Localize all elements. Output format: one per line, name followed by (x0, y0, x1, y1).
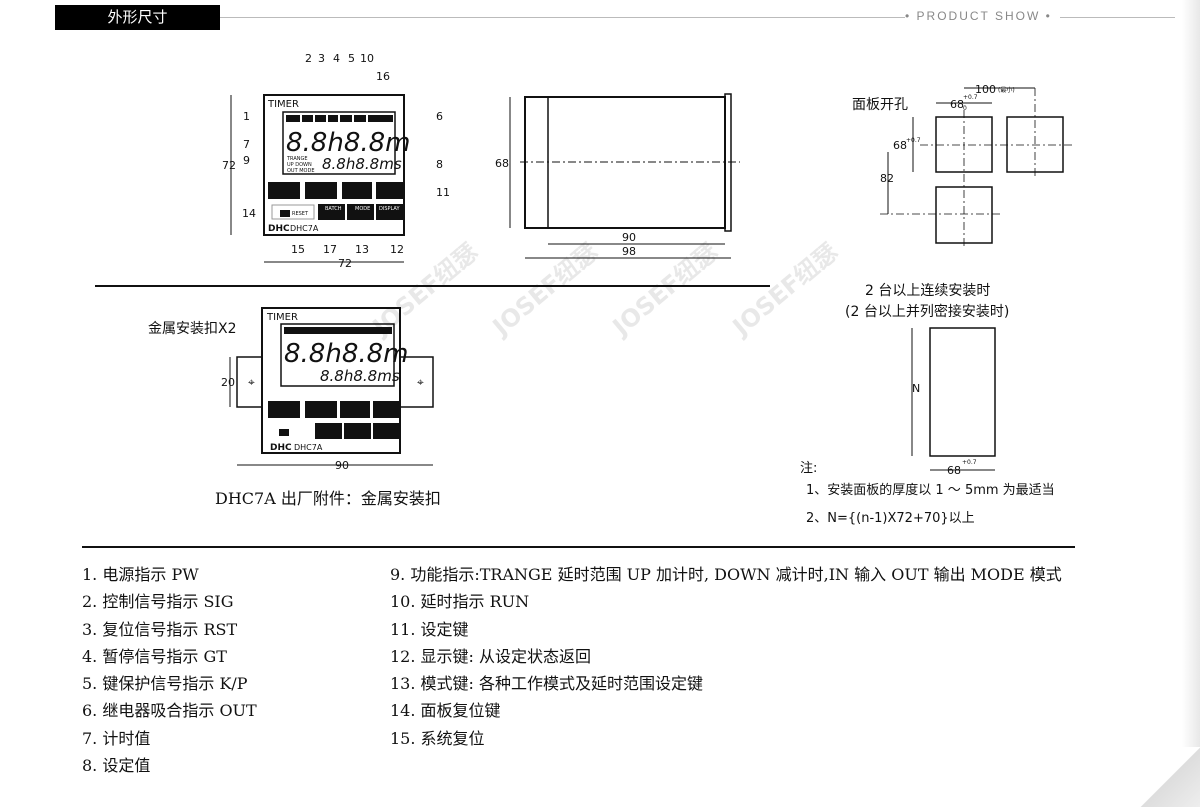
svg-text:0: 0 (963, 105, 967, 112)
svg-text:3: 3 (318, 52, 325, 65)
svg-text:15: 15 (291, 243, 305, 256)
page-edge-shadow (1182, 0, 1200, 807)
svg-text:金属安装扣X2: 金属安装扣X2 (148, 321, 237, 337)
svg-text:8: 8 (436, 158, 443, 171)
svg-text:N: N (912, 382, 920, 395)
svg-text:68: 68 (495, 157, 509, 170)
svg-text:(最小): (最小) (998, 86, 1015, 94)
legend-item: 9. 功能指示:TRANGE 延时范围 UP 加计时, DOWN 减计时,IN … (390, 565, 1062, 584)
svg-text:68: 68 (950, 98, 964, 111)
panel-cutout: 面板开孔 100 (最小) 68 +0.7 0 68 +0.7 82 (852, 83, 1075, 248)
legend-item: 12. 显示键: 从设定状态返回 (390, 646, 592, 666)
svg-text:8.8h8.8ms: 8.8h8.8ms (320, 367, 400, 385)
svg-text:1: 1 (243, 110, 250, 123)
svg-text:68: 68 (893, 139, 907, 152)
main-display: 8.8h8.8m (286, 128, 411, 158)
svg-text:68: 68 (947, 464, 961, 477)
legend-item: 15. 系统复位 (390, 728, 485, 748)
legend-item: 13. 模式键: 各种工作模式及延时范围设定键 (390, 674, 704, 694)
svg-text:⌖: ⌖ (248, 375, 255, 389)
legend-item: 1. 电源指示 PW (82, 565, 199, 584)
svg-text:TIMER: TIMER (266, 312, 298, 323)
svg-text:+0.7: +0.7 (906, 137, 921, 144)
svg-text:+0.7: +0.7 (962, 459, 977, 466)
legend-item: 8. 设定值 (82, 756, 151, 776)
svg-text:BATCH: BATCH (325, 206, 342, 212)
legend-item: 3. 复位信号指示 RST (82, 619, 238, 639)
svg-text:(2 台以上并列密接安装时): (2 台以上并列密接安装时) (845, 303, 1009, 320)
svg-text:98: 98 (622, 245, 636, 258)
section-title: 外形尺寸 (55, 5, 220, 30)
header-rule (220, 17, 905, 18)
gang-mount-diagram: 2 台以上连续安装时 (2 台以上并列密接安装时) N 68 +0.7 注: 1… (800, 282, 1055, 526)
legend-item: 11. 设定键 (390, 619, 469, 639)
svg-text:MODE: MODE (355, 206, 370, 212)
legend-right: 9. 功能指示:TRANGE 延时范围 UP 加计时, DOWN 减计时,IN … (390, 561, 1062, 752)
svg-text:20: 20 (221, 376, 235, 389)
svg-text:14: 14 (242, 207, 256, 220)
legend-item: 7. 计时值 (82, 728, 151, 748)
side-view: 68 90 98 (495, 93, 740, 259)
svg-text:17: 17 (323, 243, 337, 256)
svg-text:1、安装面板的厚度以 1 ～ 5mm 为最适当: 1、安装面板的厚度以 1 ～ 5mm 为最适当 (806, 482, 1055, 498)
svg-text:2: 2 (305, 52, 312, 65)
svg-text:4: 4 (333, 52, 340, 65)
legend-item: 4. 暂停信号指示 GT (82, 646, 227, 666)
svg-text:12: 12 (390, 243, 404, 256)
svg-text:7: 7 (243, 138, 250, 151)
sub-display: 8.8h8.8ms (322, 155, 402, 173)
legend-item: 10. 延时指示 RUN (390, 592, 530, 612)
lcd-title: TIMER (267, 99, 299, 110)
svg-text:RESET: RESET (292, 211, 309, 217)
svg-text:+0.7: +0.7 (963, 94, 978, 101)
svg-text:10: 10 (360, 52, 374, 65)
dimension-drawings: TIMER 8.8h8.8m 8.8h8.8ms TRANGE UP DOWN … (148, 52, 1075, 526)
legend-divider (82, 546, 1075, 548)
svg-text:面板开孔: 面板开孔 (852, 97, 908, 113)
legend-item: 5. 键保护信号指示 K/P (82, 674, 248, 694)
svg-text:90: 90 (335, 459, 349, 472)
svg-text:⌖: ⌖ (417, 375, 424, 389)
accessory-caption: DHC7A 出厂附件：金属安装扣 (215, 489, 441, 508)
svg-text:72: 72 (338, 257, 352, 270)
section-divider (95, 285, 770, 287)
header-rule-right (1060, 17, 1175, 18)
svg-text:90: 90 (622, 231, 636, 244)
svg-text:DHC7A: DHC7A (290, 224, 319, 233)
svg-text:5: 5 (348, 52, 355, 65)
svg-text:2 台以上连续安装时: 2 台以上连续安装时 (865, 282, 990, 299)
svg-text:2、N={(n-1)X72+70}以上: 2、N={(n-1)X72+70}以上 (806, 511, 975, 526)
bracket-view: 金属安装扣X2 ⌖ ⌖ TIMER 8.8h8.8m 8.8h8.8ms DHC… (148, 307, 434, 472)
legend-item: 2. 控制信号指示 SIG (82, 592, 234, 612)
product-show-tag: • PRODUCT SHOW • (905, 9, 1052, 23)
svg-text:8.8h8.8m: 8.8h8.8m (284, 339, 409, 369)
svg-text:DHC: DHC (270, 443, 292, 453)
svg-text:DHC7A: DHC7A (294, 443, 323, 452)
svg-text:6: 6 (436, 110, 443, 123)
svg-text:DISPLAY: DISPLAY (379, 206, 400, 212)
svg-text:UP DOWN: UP DOWN (287, 162, 312, 168)
svg-text:72: 72 (222, 159, 236, 172)
svg-text:13: 13 (355, 243, 369, 256)
front-view: TIMER 8.8h8.8m 8.8h8.8ms TRANGE UP DOWN … (222, 52, 450, 270)
svg-text:OUT MODE: OUT MODE (287, 168, 315, 174)
legend-left: 1. 电源指示 PW 2. 控制信号指示 SIG 3. 复位信号指示 RST 4… (82, 561, 257, 779)
page-curl (1140, 747, 1200, 807)
svg-text:TRANGE: TRANGE (286, 156, 308, 162)
legend-item: 6. 继电器吸合指示 OUT (82, 701, 257, 721)
svg-text:16: 16 (376, 70, 390, 83)
svg-text:DHC: DHC (268, 224, 290, 234)
legend-item: 14. 面板复位键 (390, 701, 501, 721)
svg-text:9: 9 (243, 154, 250, 167)
svg-text:100: 100 (975, 83, 996, 96)
svg-text:注:: 注: (800, 461, 817, 476)
svg-text:11: 11 (436, 186, 450, 199)
svg-text:82: 82 (880, 172, 894, 185)
